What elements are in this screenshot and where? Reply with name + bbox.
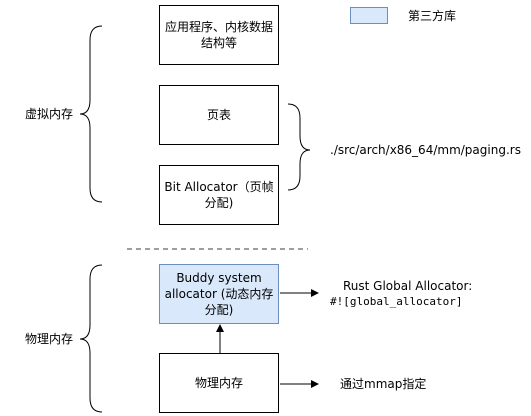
bit-allocator-box: Bit Allocator（页帧分配) bbox=[159, 165, 279, 225]
legend-label: 第三方库 bbox=[408, 9, 457, 23]
paging-path-label: ./src/arch/x86_64/mm/paging.rs bbox=[330, 143, 521, 157]
page-table-box: 页表 bbox=[159, 85, 279, 145]
rust-allocator-attr: #![global_allocator] bbox=[330, 295, 463, 308]
buddy-allocator-box: Buddy system allocator (动态内存分配) bbox=[159, 264, 279, 324]
virtual-memory-label: 虚拟内存 bbox=[25, 107, 74, 121]
physical-memory-brace bbox=[79, 264, 103, 413]
physical-memory-label: 物理内存 bbox=[25, 332, 74, 346]
legend-swatch bbox=[350, 7, 388, 24]
arrow-head-right-1 bbox=[311, 289, 319, 297]
app-box: 应用程序、内核数据结构等 bbox=[159, 5, 279, 65]
arrow-head-right-2 bbox=[311, 380, 319, 388]
virtual-memory-brace bbox=[79, 25, 103, 203]
physical-memory-box: 物理内存 bbox=[159, 353, 279, 413]
mmap-label: 通过mmap指定 bbox=[340, 377, 427, 391]
arrow-head-up bbox=[216, 324, 224, 332]
paging-brace bbox=[287, 103, 311, 191]
rust-allocator-title: Rust Global Allocator: bbox=[343, 279, 473, 293]
